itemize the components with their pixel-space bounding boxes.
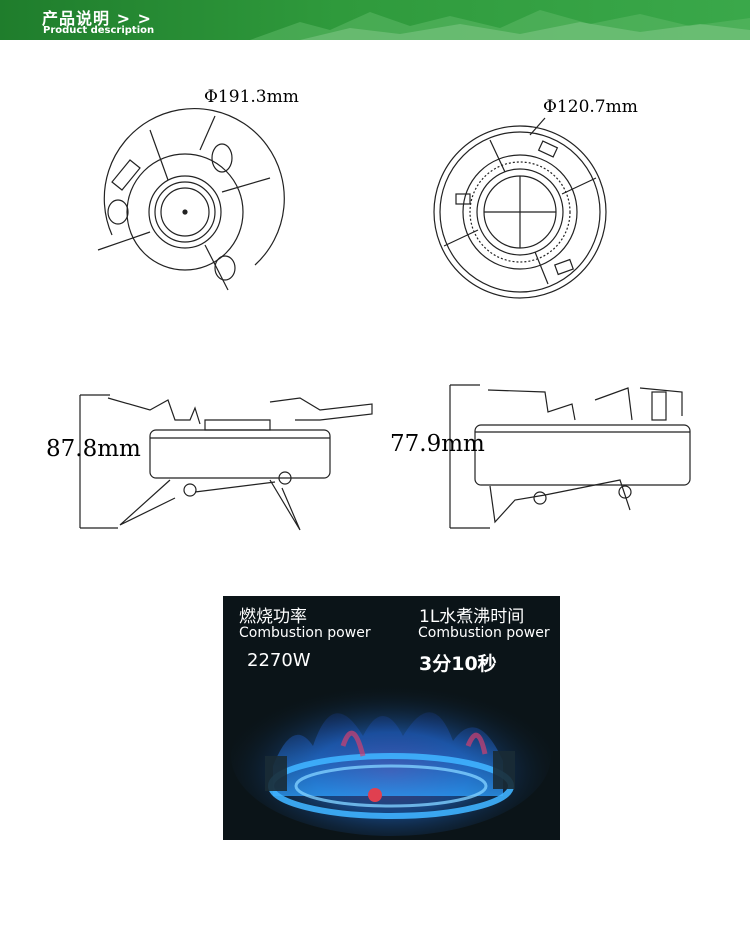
mountain-pattern [250,10,750,40]
power-value: 2270W [247,650,311,671]
stove-top-view-small [433,117,607,299]
diameter-label-small: Φ120.7mm [543,97,638,117]
boil-time-label-zh: 1L水煮沸时间 [419,607,525,627]
boil-time-label-en: Combustion power [418,625,550,641]
header-title-en: Product description [43,25,155,36]
height-label-tall: 87.8mm [46,436,141,462]
header-title-zh: 产品说明 > > [42,9,152,28]
stove-top-view-large [97,108,285,291]
section-header: 产品说明 > > Product description [0,0,750,40]
power-label-zh: 燃烧功率 [239,607,307,627]
power-label-en: Combustion power [239,625,371,641]
height-label-short: 77.9mm [390,431,485,457]
flame-photo: 燃烧功率 Combustion power 2270W 1L水煮沸时间 Comb… [223,596,560,840]
technical-drawings [79,108,691,531]
stove-side-view-short [449,384,691,529]
diameter-label-large: Φ191.3mm [204,87,299,107]
stove-side-view-tall [79,394,373,531]
boil-time-value: 3分10秒 [419,653,497,675]
flame-illustration [231,676,551,836]
